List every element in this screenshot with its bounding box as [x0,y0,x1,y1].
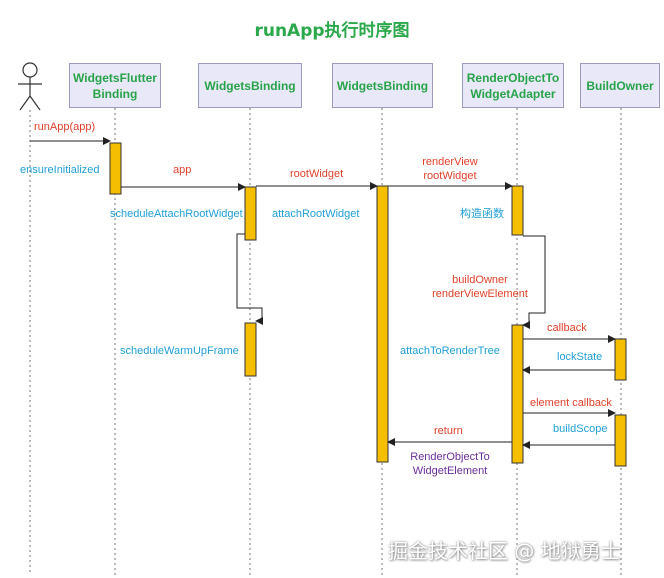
msg-constructor: 构造函数 [460,208,504,220]
msg-runapp: runApp(app) [34,121,96,133]
msg-lock-state: lockState [557,351,603,363]
participant-label-line2: WidgetAdapter [470,86,556,101]
diagram-title: runApp执行时序图 [254,21,410,41]
msg-build-owner: buildOwner renderViewElement [427,273,533,301]
activation-rota-b [511,324,524,464]
activation-rota-a [511,185,524,236]
activation-wb2 [376,185,389,463]
participant-label: BuildOwner [586,78,654,93]
msg-roe-line2: WidgetElement [412,465,488,477]
activation-bo-b [614,414,627,467]
activation-wb1-a [244,186,257,241]
participant-label-line1: RenderObjectTo [466,70,560,85]
msg-build-owner-line2: renderViewElement [432,288,528,300]
msg-return: return [434,425,463,437]
msg-callback: callback [547,322,587,334]
activation-wb1-b [244,322,257,377]
msg-schedule-warmup-frame: scheduleWarmUpFrame [120,345,239,357]
msg-roe-line1: RenderObjectTo [410,451,490,463]
participant-build-owner: BuildOwner [580,63,660,108]
watermark: 掘金技术社区 @ 地狱勇士 [388,539,621,563]
participant-label-line2: Binding [92,86,138,101]
arrow-schedule-warmup [236,233,263,325]
arrow-build-owner [522,235,546,329]
activation-wfb [109,142,122,195]
participant-widgets-binding-1: WidgetsBinding [198,63,302,108]
activation-bo-a [614,338,627,381]
msg-build-owner-line1: buildOwner [452,274,508,286]
msg-attach-root-widget: attachRootWidget [272,208,360,220]
participant-label: WidgetsBinding [204,78,296,93]
participant-label: WidgetsBinding [336,78,429,93]
participant-widgets-binding-2: WidgetsBinding [332,63,433,108]
msg-attach-to-render-tree: attachToRenderTree [400,345,500,357]
msg-render-view-line2: rootWidget [423,170,477,182]
participant-label-line1: WidgetsFlutter [73,70,157,85]
msg-root-widget: rootWidget [290,168,344,180]
actor-icon [18,62,42,111]
msg-build-scope: buildScope [553,423,608,435]
msg-render-view: renderView rootWidget [410,155,490,183]
msg-schedule-attach-root-widget: scheduleAttachRootWidget [110,208,243,220]
msg-app: app [173,164,192,176]
msg-render-view-line1: renderView [422,156,478,168]
msg-element-callback: element callback [530,397,612,409]
msg-ensure-initialized: ensureInitialized [20,164,100,176]
